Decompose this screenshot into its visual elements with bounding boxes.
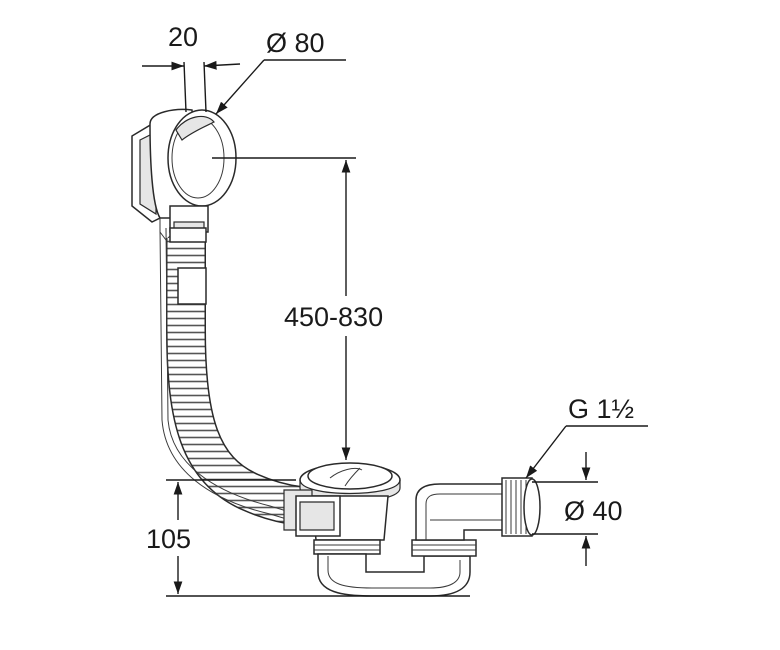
dimension-overflow-diameter: Ø 80 [215,28,346,115]
flexible-hose [166,227,303,526]
waste-valve [283,462,401,555]
trap [317,483,505,597]
thread-label: G 1½ [568,394,634,424]
overflow-width-label: 20 [168,22,198,52]
dimension-outlet-diameter: Ø 40 [532,452,623,566]
trap-height-label: 105 [146,524,191,554]
dimension-overflow-width: 20 [142,22,241,113]
dimension-trap-height: 105 [146,479,470,597]
overflow-diameter-label: Ø 80 [266,28,325,58]
outlet-diameter-label: Ø 40 [564,496,623,526]
dimension-thread: G 1½ [525,394,648,479]
dimension-height-range: 450-830 [212,157,383,460]
outlet-nut [501,477,541,537]
overflow-head [131,108,237,241]
height-range-label: 450-830 [284,302,383,332]
